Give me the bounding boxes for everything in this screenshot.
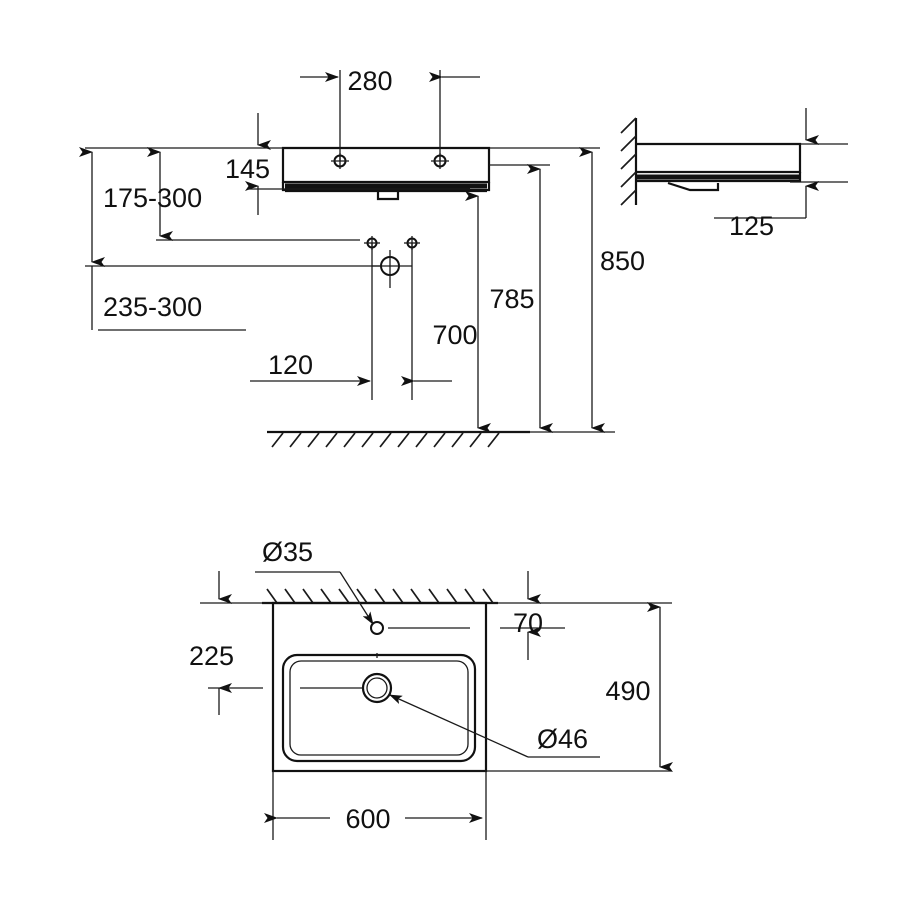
tap-hole-plan bbox=[370, 621, 470, 635]
dim-280-label: 280 bbox=[347, 66, 392, 96]
dim-850-label: 850 bbox=[600, 246, 645, 276]
dim-d35-label: Ø35 bbox=[262, 537, 313, 567]
dim-70-label: 70 bbox=[513, 608, 543, 638]
dim-120: 120 bbox=[250, 350, 452, 386]
plan-view: Ø35 Ø46 225 70 bbox=[189, 537, 673, 840]
dim-700: 700 bbox=[432, 191, 491, 433]
waste-outlet-plan bbox=[300, 672, 393, 704]
dim-70: 70 bbox=[500, 571, 565, 660]
dim-145-label: 145 bbox=[225, 154, 270, 184]
side-elevation-view: 125 bbox=[620, 108, 848, 241]
dim-490: 490 bbox=[605, 602, 673, 772]
floor-line bbox=[267, 430, 530, 448]
dim-850: 850 bbox=[579, 147, 645, 433]
dim-145: 145 bbox=[225, 154, 470, 215]
bowl-inner-plan bbox=[289, 660, 469, 756]
dim-225: 225 bbox=[189, 571, 263, 715]
dim-785-label: 785 bbox=[489, 284, 534, 314]
dim-700-label: 700 bbox=[432, 320, 477, 350]
dim-225-label: 225 bbox=[189, 641, 234, 671]
dim-785: 785 bbox=[489, 164, 553, 433]
dim-235-300-label: 235-300 bbox=[103, 292, 202, 322]
leader-d35: Ø35 bbox=[255, 537, 374, 625]
front-elevation-view: 280 145 175-300 bbox=[79, 66, 645, 448]
wall-line-plan bbox=[262, 588, 498, 605]
dim-120-label: 120 bbox=[268, 350, 313, 380]
basin-outline-plan bbox=[271, 601, 488, 773]
dim-600-label: 600 bbox=[345, 804, 390, 834]
dim-125: 125 bbox=[714, 108, 819, 241]
dim-600: 600 bbox=[264, 804, 483, 834]
dim-125-label: 125 bbox=[729, 211, 774, 241]
leader-d46: Ø46 bbox=[389, 694, 600, 758]
dim-175-300-label: 175-300 bbox=[103, 183, 202, 213]
basin-front-body bbox=[281, 146, 491, 201]
dim-490-label: 490 bbox=[605, 676, 650, 706]
dim-235-300: 235-300 bbox=[79, 147, 246, 331]
dim-175-300: 175-300 bbox=[103, 147, 202, 241]
dim-280: 280 bbox=[300, 66, 480, 96]
bowl-outer-plan bbox=[281, 653, 477, 763]
basin-side-body bbox=[636, 142, 802, 192]
dim-d46-label: Ø46 bbox=[537, 724, 588, 754]
wall-hatching-side bbox=[620, 117, 637, 206]
